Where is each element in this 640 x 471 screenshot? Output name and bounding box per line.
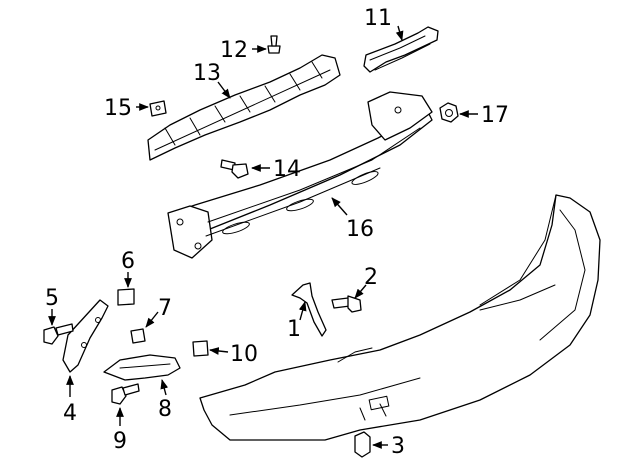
energy-absorber-13 (147, 54, 341, 161)
bracket-4 (62, 299, 109, 373)
bolt-5 (43, 323, 74, 345)
callout-14: 14 (273, 157, 301, 182)
leader-10 (209, 347, 229, 355)
bracket-8 (103, 354, 181, 381)
leader-13 (217, 81, 231, 99)
clip-10 (192, 340, 209, 357)
callout-3: 3 (391, 434, 405, 459)
leader-1 (298, 301, 307, 321)
clip-15 (149, 100, 167, 117)
clip-3 (354, 431, 371, 458)
callout-1: 1 (287, 317, 301, 342)
callout-8: 8 (158, 397, 172, 422)
callout-17: 17 (481, 103, 509, 128)
leader-16 (331, 197, 348, 216)
reinforcement-beam-16 (167, 91, 433, 259)
callout-12: 12 (220, 38, 248, 63)
callout-16: 16 (346, 217, 374, 242)
clip-7 (130, 328, 146, 344)
pin-12 (267, 35, 281, 54)
callout-7: 7 (158, 296, 172, 321)
clip-6 (117, 288, 135, 306)
leader-lines (48, 25, 478, 449)
nut-17 (439, 102, 459, 123)
bumper-cover (199, 194, 601, 441)
callout-9: 9 (113, 429, 127, 454)
callout-13: 13 (193, 61, 221, 86)
callout-10: 10 (230, 342, 258, 367)
callout-15: 15 (104, 96, 132, 121)
bolt-9 (111, 383, 140, 405)
bolt-14 (220, 159, 249, 179)
callout-5: 5 (45, 286, 59, 311)
leader-2 (354, 284, 367, 299)
leader-7 (145, 311, 159, 328)
leader-11 (395, 25, 404, 41)
callout-6: 6 (121, 249, 135, 274)
callout-11: 11 (364, 6, 392, 31)
bracket-11 (363, 26, 439, 73)
rivet-2 (331, 295, 362, 313)
callout-4: 4 (63, 401, 77, 426)
leader-8 (160, 379, 169, 396)
callout-2: 2 (364, 265, 378, 290)
